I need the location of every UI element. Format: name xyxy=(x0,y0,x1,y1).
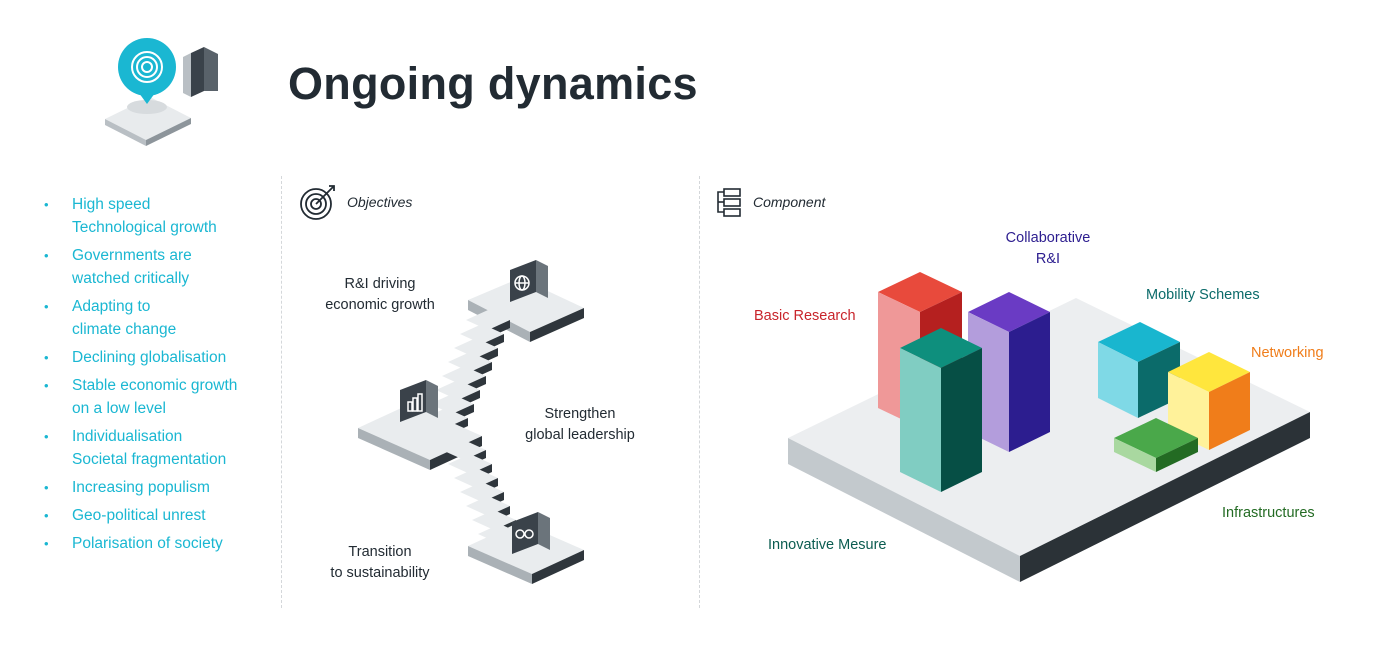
component-title: Component xyxy=(753,194,826,210)
list-item: Increasing populism xyxy=(44,476,237,499)
label-innovative: Innovative Mesure xyxy=(768,537,887,553)
staircase-illustration xyxy=(358,260,584,584)
location-pin-icon xyxy=(105,38,218,146)
divider xyxy=(281,176,282,608)
list-item: Geo-political unrest xyxy=(44,504,237,527)
list-item: Declining globalisation xyxy=(44,346,237,369)
list-item: Polarisation of society xyxy=(44,532,237,555)
label-networking: Networking xyxy=(1251,345,1324,361)
label-infrastructures: Infrastructures xyxy=(1222,505,1315,521)
label-mobility: Mobility Schemes xyxy=(1146,287,1260,303)
target-icon xyxy=(300,185,335,220)
component-platform-illustration xyxy=(788,272,1310,582)
objectives-title: Objectives xyxy=(347,194,413,210)
component-icon xyxy=(717,188,741,217)
label-basic-research: Basic Research xyxy=(754,308,856,324)
page-title: Ongoing dynamics xyxy=(288,58,698,109)
divider xyxy=(699,176,700,608)
